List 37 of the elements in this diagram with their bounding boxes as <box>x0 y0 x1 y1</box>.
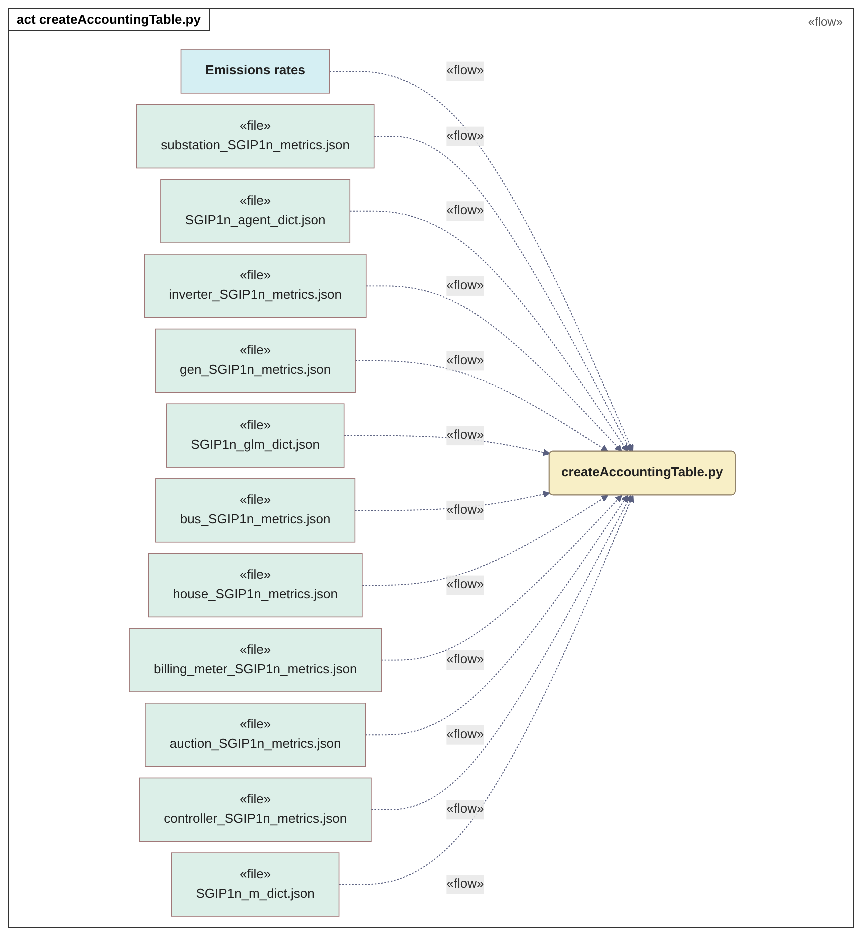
arrow <box>354 360 608 452</box>
edge-label: «flow» <box>446 578 484 592</box>
node-box <box>148 553 362 618</box>
node-box <box>144 254 366 318</box>
edge-label: «flow» <box>446 129 484 144</box>
arrow <box>373 136 632 452</box>
node-box <box>136 104 374 169</box>
node-box <box>144 703 366 768</box>
node-box <box>154 328 356 394</box>
node-box <box>155 478 356 543</box>
edge-label: «flow» <box>446 652 484 667</box>
edge-label: «flow» <box>446 428 484 442</box>
node-box <box>138 778 372 842</box>
stereotype-text: «flow» <box>808 15 843 29</box>
arrow <box>328 70 634 452</box>
frame-title: act createAccountingTable.py <box>9 9 210 31</box>
arrow <box>349 210 628 452</box>
node-box <box>170 852 340 917</box>
node-box <box>128 628 382 692</box>
node-box <box>180 49 330 94</box>
edge-label: «flow» <box>446 204 484 218</box>
arrow <box>364 495 628 736</box>
arrow <box>365 286 622 452</box>
arrow <box>380 495 622 661</box>
edge-label: «flow» <box>446 802 484 816</box>
diagram-frame: act createAccountingTable.py «flow» «flow» «flow» «flow» «flow» «flow» «flow» «flow» «flow» «flow» «flow» «flow» «flow» Emissions rates «file» substation_SGIP1n_metrics.json «file» SGIP1n_agent_dict.json «file» inverter_SGIP1n_metrics.json «file» gen_SGIP1n_metrics.json «file» SGIP1n_glm_dict.json «file» bus_SGIP1n_metrics.json «file» house_SGIP1n_metrics.json «file» billing_meter_SGIP1n_metrics.json «file» auction_SGIP1n_metrics.json «file» controller_SGIP1n_metrics.json «file» SGIP1n_m_dict.json createAccountingTable.py <box>8 8 854 928</box>
arrow <box>370 495 632 810</box>
node-box <box>166 404 344 468</box>
node-box <box>160 179 350 244</box>
edge-label: «flow» <box>446 354 484 368</box>
arrow <box>361 495 608 586</box>
edge-label: «flow» <box>446 64 484 78</box>
edge-label: «flow» <box>446 877 484 892</box>
edge-label: «flow» <box>446 503 484 518</box>
arrow <box>338 495 634 886</box>
edge-label: «flow» <box>446 728 484 742</box>
edge-label: «flow» <box>446 278 484 293</box>
